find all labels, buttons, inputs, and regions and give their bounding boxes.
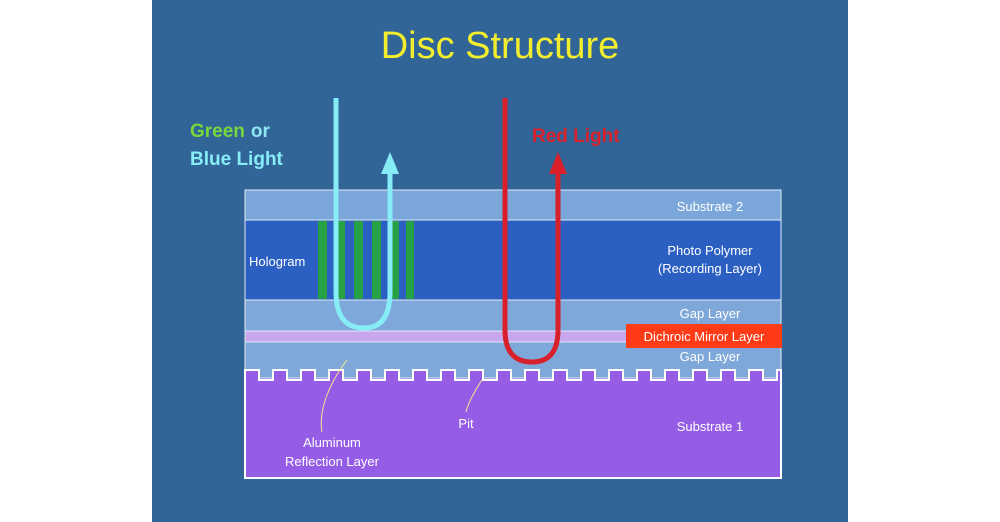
blue-light-path (333, 98, 393, 331)
reflection-layer-label: Reflection Layer (285, 454, 380, 469)
gap-layer-top-label: Gap Layer (680, 306, 741, 321)
hologram-fringe (336, 221, 345, 299)
photo-polymer-label: Photo Polymer (667, 243, 753, 258)
hologram-fringe (406, 221, 414, 299)
red-light-beam (502, 98, 567, 365)
blue-light-beam (333, 98, 399, 331)
aluminum-reflection-layer (244, 369, 782, 479)
recording-layer-label: (Recording Layer) (658, 261, 762, 276)
dichroic-mirror-label-box (626, 324, 782, 348)
gap-layer-bottom-label: Gap Layer (680, 349, 741, 364)
pit-leader-line (465, 379, 483, 413)
blue-light-arrowhead (381, 152, 399, 174)
dichroic-mirror-label: Dichroic Mirror Layer (644, 329, 765, 344)
blue-light-label: Blue Light (190, 149, 284, 170)
hologram-fringes (318, 221, 414, 299)
hologram-fringe (318, 221, 327, 299)
hologram-fringe (354, 221, 363, 299)
hologram-label: Hologram (249, 254, 305, 269)
aluminum-leader-line (320, 359, 348, 433)
substrate-1-label: Substrate 1 (677, 419, 744, 434)
red-light-path (502, 98, 561, 365)
hologram-fringe (390, 221, 399, 299)
red-light-label: Red Light (532, 126, 620, 147)
diagram-title: Disc Structure (381, 25, 620, 67)
aluminum-label: Aluminum (303, 435, 361, 450)
red-light-arrowhead (549, 152, 567, 174)
hologram-fringe (372, 221, 381, 299)
substrate-2-label: Substrate 2 (677, 199, 744, 214)
pit-label: Pit (458, 416, 474, 431)
